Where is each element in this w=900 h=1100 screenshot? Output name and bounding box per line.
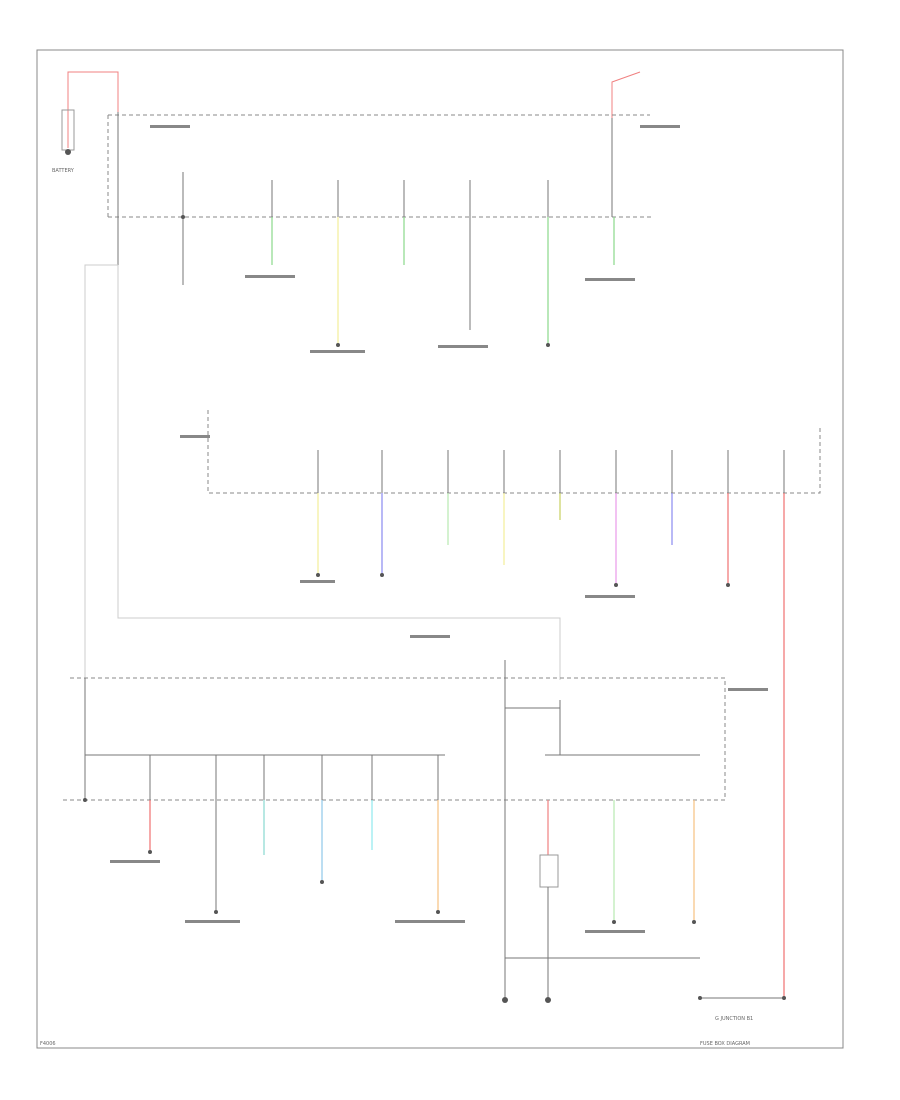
footer-left-label: F4006 bbox=[40, 1041, 56, 1047]
battery-label: BATTERY bbox=[52, 168, 75, 174]
relay-box bbox=[539, 854, 559, 888]
ignition-feed-wire bbox=[611, 71, 641, 118]
battery-ground bbox=[65, 149, 71, 155]
bottom-note: G JUNCTION B1 bbox=[715, 1016, 753, 1022]
battery-feed-wire bbox=[67, 71, 119, 148]
bottom-fusebox-frame bbox=[60, 677, 726, 801]
ground-right bbox=[545, 997, 551, 1003]
diagram-frame bbox=[36, 49, 844, 1049]
left-feed-wire bbox=[84, 264, 118, 680]
ground-left bbox=[502, 997, 508, 1003]
illegible-label-blocks bbox=[110, 125, 768, 933]
middle-fusebox-frame bbox=[207, 410, 821, 494]
footer-right-label: FUSE BOX DIAGRAM bbox=[700, 1041, 750, 1047]
